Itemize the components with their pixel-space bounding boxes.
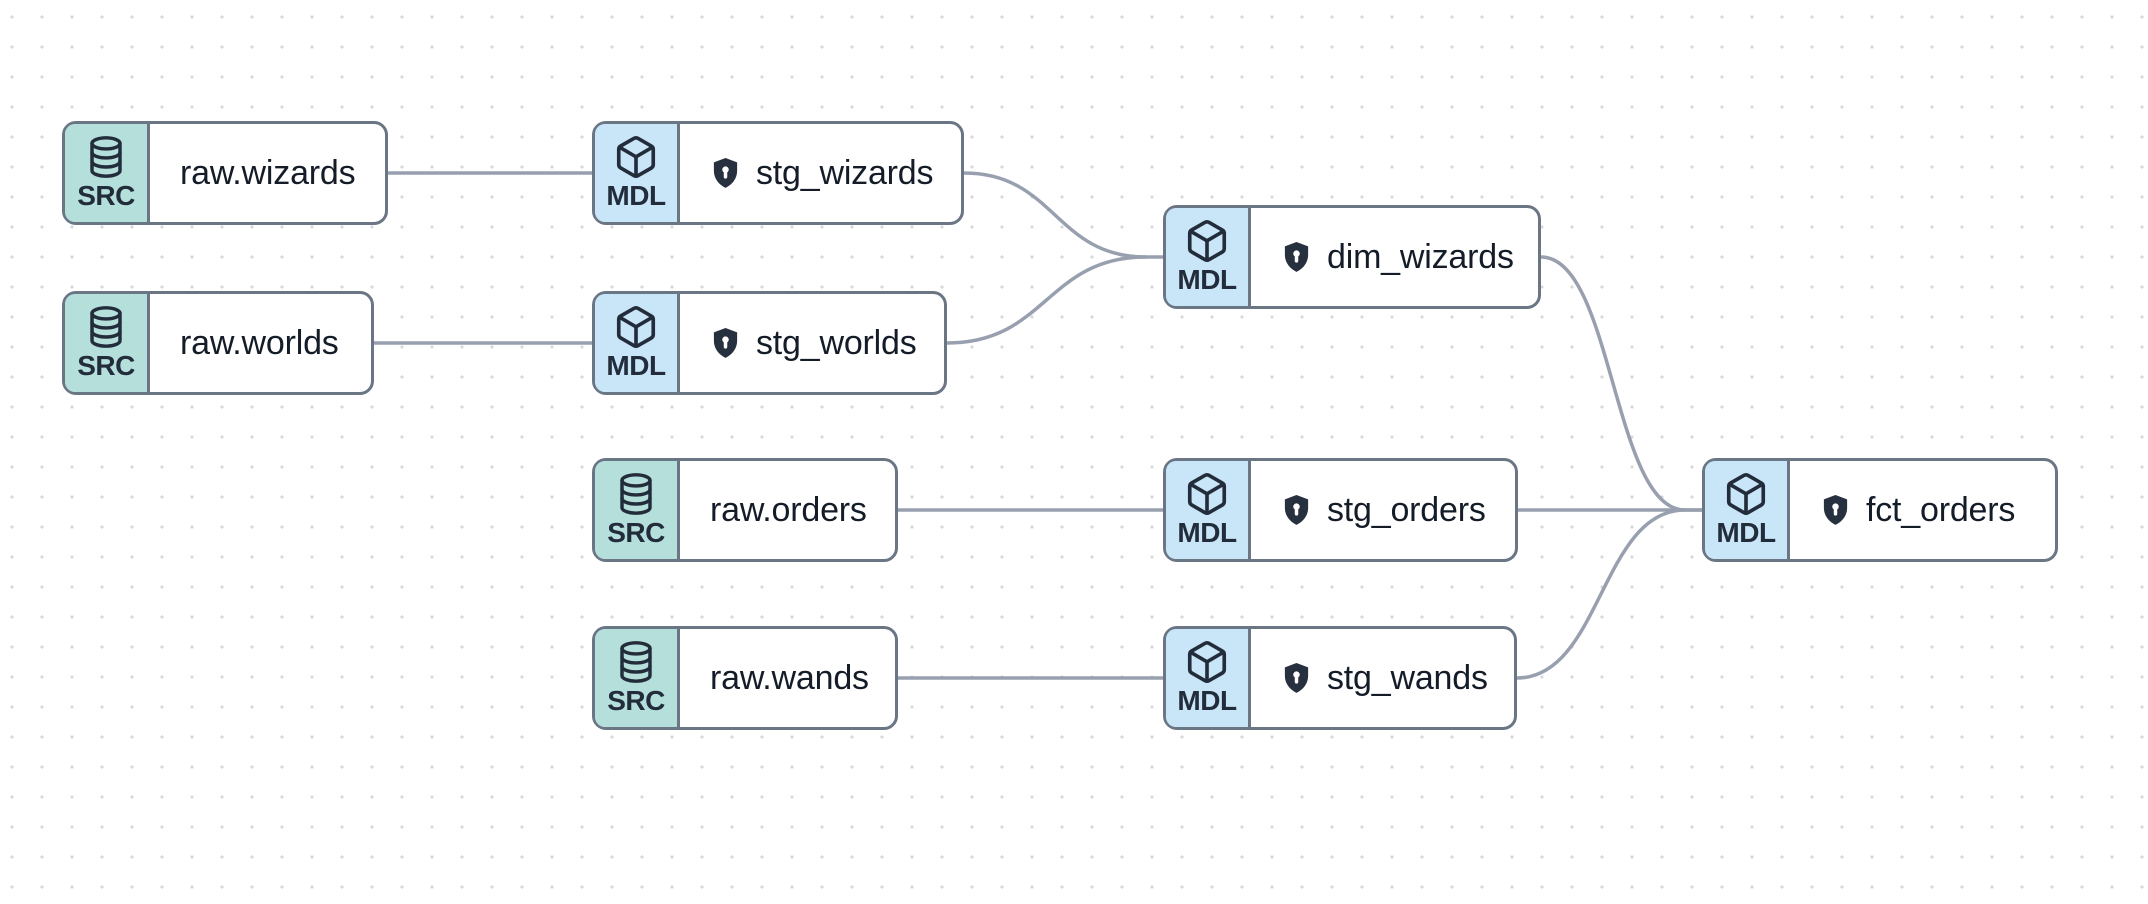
node-label: raw.worlds: [180, 323, 339, 362]
node-label: stg_orders: [1327, 490, 1486, 529]
node-body: dim_wizards: [1251, 208, 1538, 306]
shield-lock-icon: [710, 326, 741, 360]
badge-label: MDL: [606, 179, 666, 211]
node-label: dim_wizards: [1327, 237, 1514, 276]
badge-label: MDL: [1177, 516, 1237, 548]
lineage-node-raw-wizards[interactable]: SRC raw.wizards: [62, 121, 388, 225]
shield-lock-icon: [710, 156, 741, 190]
cube-icon: [613, 304, 659, 350]
node-label: raw.orders: [710, 490, 867, 529]
model-type-badge: MDL: [595, 294, 680, 392]
model-type-badge: MDL: [1166, 208, 1251, 306]
lineage-node-stg-wizards[interactable]: MDL stg_wizards: [592, 121, 964, 225]
shield-lock-icon: [1820, 493, 1851, 527]
model-type-badge: MDL: [1705, 461, 1790, 559]
shield-lock-icon: [1281, 493, 1312, 527]
lineage-node-raw-wands[interactable]: SRC raw.wands: [592, 626, 898, 730]
badge-label: MDL: [1716, 516, 1776, 548]
node-body: stg_wands: [1251, 629, 1514, 727]
shield-lock-icon: [1281, 240, 1312, 274]
lineage-edge: [963, 171, 1147, 259]
lineage-edge: [1516, 508, 1686, 680]
node-label: fct_orders: [1866, 490, 2016, 529]
node-label: stg_wizards: [756, 153, 934, 192]
lineage-node-stg-worlds[interactable]: MDL stg_worlds: [592, 291, 947, 395]
node-body: raw.wands: [680, 629, 895, 727]
cube-icon: [1184, 218, 1230, 264]
node-body: stg_wizards: [680, 124, 961, 222]
database-icon: [613, 471, 659, 517]
node-label: raw.wands: [710, 658, 869, 697]
lineage-node-fct-orders[interactable]: MDL fct_orders: [1702, 458, 2058, 562]
node-body: raw.wizards: [150, 124, 385, 222]
source-type-badge: SRC: [65, 124, 150, 222]
badge-label: MDL: [1177, 263, 1237, 295]
source-type-badge: SRC: [595, 629, 680, 727]
node-body: raw.worlds: [150, 294, 371, 392]
node-label: stg_worlds: [756, 323, 917, 362]
badge-label: SRC: [607, 684, 665, 716]
node-label: raw.wizards: [180, 153, 356, 192]
badge-label: SRC: [607, 516, 665, 548]
node-body: stg_orders: [1251, 461, 1515, 559]
model-type-badge: MDL: [595, 124, 680, 222]
database-icon: [83, 304, 129, 350]
source-type-badge: SRC: [595, 461, 680, 559]
badge-label: SRC: [77, 179, 135, 211]
badge-label: MDL: [1177, 684, 1237, 716]
model-type-badge: MDL: [1166, 629, 1251, 727]
shield-lock-icon: [1281, 661, 1312, 695]
lineage-node-dim-wizards[interactable]: MDL dim_wizards: [1163, 205, 1541, 309]
cube-icon: [1184, 471, 1230, 517]
lineage-node-raw-worlds[interactable]: SRC raw.worlds: [62, 291, 374, 395]
lineage-edge: [1540, 255, 1686, 512]
node-body: stg_worlds: [680, 294, 944, 392]
cube-icon: [613, 134, 659, 180]
node-label: stg_wands: [1327, 658, 1488, 697]
database-icon: [613, 639, 659, 685]
lineage-edge: [946, 255, 1147, 345]
badge-label: MDL: [606, 349, 666, 381]
source-type-badge: SRC: [65, 294, 150, 392]
lineage-node-stg-wands[interactable]: MDL stg_wands: [1163, 626, 1517, 730]
database-icon: [83, 134, 129, 180]
lineage-node-stg-orders[interactable]: MDL stg_orders: [1163, 458, 1518, 562]
cube-icon: [1184, 639, 1230, 685]
lineage-node-raw-orders[interactable]: SRC raw.orders: [592, 458, 898, 562]
model-type-badge: MDL: [1166, 461, 1251, 559]
node-body: fct_orders: [1790, 461, 2055, 559]
badge-label: SRC: [77, 349, 135, 381]
node-body: raw.orders: [680, 461, 895, 559]
cube-icon: [1723, 471, 1769, 517]
